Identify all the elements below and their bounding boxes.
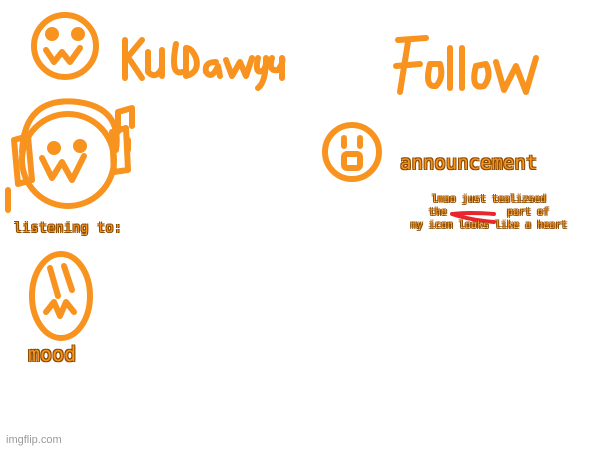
smiley-w-face-icon bbox=[31, 12, 99, 80]
username-scribble bbox=[122, 37, 286, 91]
note-line-2: the part of bbox=[428, 207, 550, 218]
follow-scribble bbox=[393, 35, 539, 95]
listening-label: listening to: bbox=[14, 221, 123, 236]
note-line-3: my icon looks like a heart bbox=[410, 220, 568, 231]
headphones-face-icon bbox=[5, 98, 135, 213]
surprised-face-icon bbox=[322, 122, 382, 182]
red-arrow-icon bbox=[450, 211, 496, 224]
mood-face-icon bbox=[29, 251, 93, 341]
mood-label: mood bbox=[28, 342, 77, 366]
note-line-1: lmao just tealizsed bbox=[431, 194, 547, 205]
announcement-label: announcement bbox=[400, 152, 538, 174]
watermark: imgflip.com bbox=[6, 434, 62, 446]
announcement-note: lmao just tealizsed the part of my icon … bbox=[384, 193, 594, 232]
